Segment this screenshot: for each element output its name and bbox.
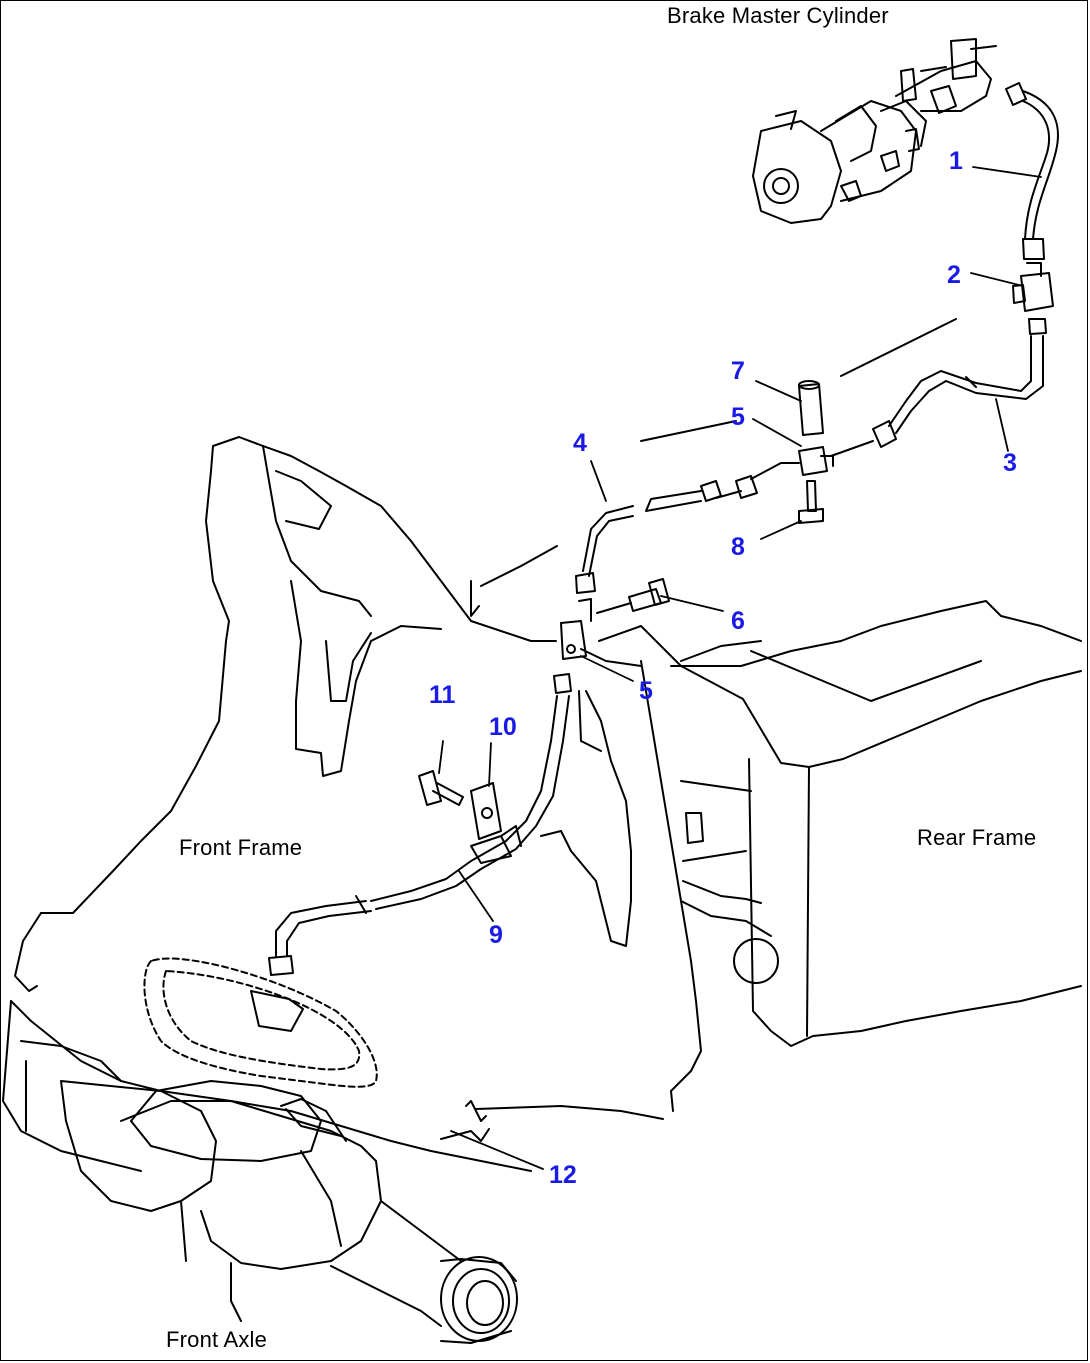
callout-5-lower: 5 (639, 677, 653, 705)
pipe-4 (575, 420, 800, 594)
callout-11: 11 (429, 681, 456, 709)
front-frame-outline (14, 436, 558, 992)
callout-6: 6 (731, 607, 745, 635)
tube-3 (830, 318, 1047, 457)
clamp-10 (470, 782, 522, 864)
joint-2 (1012, 262, 1054, 312)
front-axle-label: Front Axle (166, 1327, 268, 1352)
front-frame-label: Front Frame (179, 835, 303, 860)
pipe-9 (268, 673, 572, 976)
joint-5-lower (560, 578, 670, 667)
brake-master-cylinder-label: Brake Master Cylinder (667, 3, 889, 28)
bolt-11 (418, 770, 464, 806)
callout-10: 10 (489, 713, 517, 741)
callout-7: 7 (731, 357, 745, 385)
pipe-1 (1005, 82, 1059, 260)
callout-1: 1 (949, 147, 963, 175)
brake-master-cylinder-outline (752, 38, 997, 224)
leader-lines (438, 166, 1042, 1170)
callout-5-upper: 5 (731, 403, 745, 431)
callout-4: 4 (573, 429, 587, 457)
joint-5-upper (798, 380, 834, 524)
callout-3: 3 (1003, 449, 1017, 477)
callout-8: 8 (731, 533, 745, 561)
callout-9: 9 (489, 921, 503, 949)
callout-2: 2 (947, 261, 961, 289)
front-axle-outline (2, 957, 664, 1344)
rear-frame-label: Rear Frame (917, 825, 1037, 850)
callout-12: 12 (549, 1161, 577, 1189)
rear-frame-outline (540, 600, 1082, 1112)
